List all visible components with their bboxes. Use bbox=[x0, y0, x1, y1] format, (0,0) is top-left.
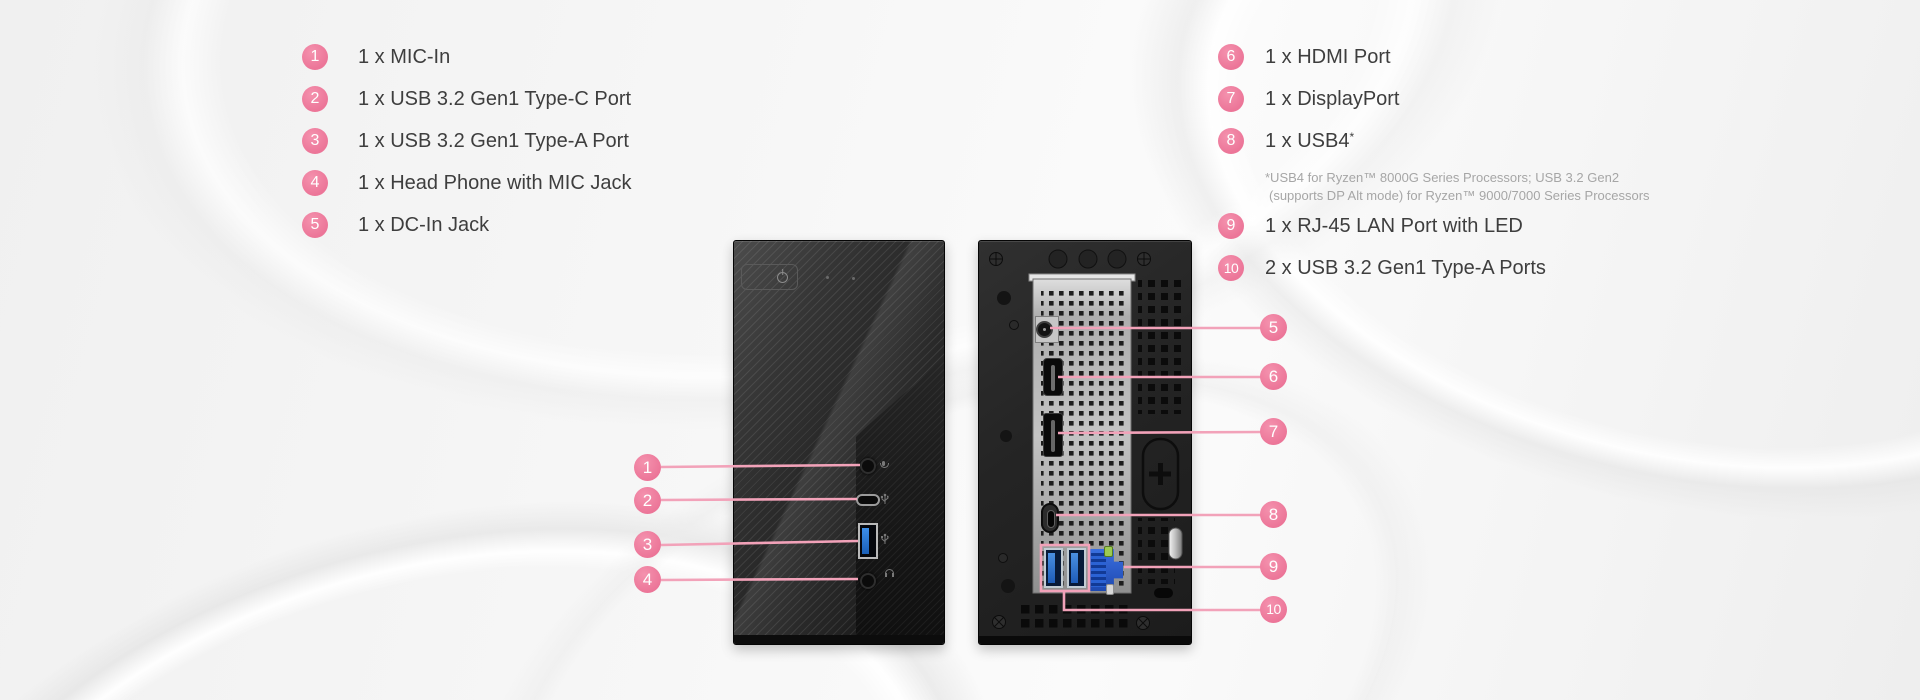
usb4-port bbox=[1041, 503, 1059, 533]
list-item-label: 1 x DC-In Jack bbox=[358, 213, 490, 236]
device-callout-badge-3: 3 bbox=[634, 531, 661, 558]
usb4-label: 1 x USB4 bbox=[1265, 129, 1350, 152]
usb-icon bbox=[881, 533, 889, 544]
mini-pc-rear-view bbox=[978, 240, 1192, 645]
device-callout-badge-10: 10 bbox=[1260, 596, 1287, 623]
list-item-label: 2 x USB 3.2 Gen1 Type-A Ports bbox=[1265, 256, 1546, 279]
list-item-label: 1 x Head Phone with MIC Jack bbox=[358, 171, 632, 194]
list-item-label: 1 x HDMI Port bbox=[1265, 45, 1391, 68]
usb-a-port-front bbox=[858, 523, 878, 559]
device-callout-badge-9: 9 bbox=[1260, 553, 1287, 580]
list-item: 1 1 x MIC-In bbox=[302, 43, 631, 71]
usb-a-port-rear bbox=[1044, 548, 1063, 588]
device-callout-badge-8: 8 bbox=[1260, 501, 1287, 528]
legend-badge-5: 5 bbox=[302, 212, 328, 238]
usb4-footnote: *USB4 for Ryzen™ 8000G Series Processors… bbox=[1265, 169, 1650, 205]
list-item-label: 1 x USB 3.2 Gen1 Type-A Port bbox=[358, 129, 629, 152]
device-callout-badge-1: 1 bbox=[634, 454, 661, 481]
list-item-label: 1 x MIC-In bbox=[358, 45, 451, 68]
usb-tongue bbox=[1048, 553, 1055, 583]
legend-badge-1: 1 bbox=[302, 44, 328, 70]
headphone-jack-port bbox=[860, 573, 876, 589]
list-item-label: 1 x USB4* bbox=[1265, 130, 1354, 153]
front-bottom-bezel bbox=[734, 635, 944, 644]
device-callout-badge-6: 6 bbox=[1260, 363, 1287, 390]
legend-badge-2: 2 bbox=[302, 86, 328, 112]
usb-tongue bbox=[862, 528, 869, 554]
list-item-label: 1 x USB 3.2 Gen1 Type-C Port bbox=[358, 87, 632, 110]
list-item: 10 2 x USB 3.2 Gen1 Type-A Ports bbox=[1218, 254, 1650, 282]
usb-a-port-rear bbox=[1067, 548, 1086, 588]
usb-tongue bbox=[1071, 553, 1078, 583]
hdmi-port bbox=[1043, 358, 1063, 396]
headphone-icon bbox=[885, 569, 894, 577]
rear-ports-list: 6 1 x HDMI Port 7 1 x DisplayPort 8 1 x … bbox=[1218, 43, 1650, 296]
list-item: 3 1 x USB 3.2 Gen1 Type-A Port bbox=[302, 127, 631, 155]
legend-badge-3: 3 bbox=[302, 128, 328, 154]
footnote-line: *USB4 for Ryzen™ 8000G Series Processors… bbox=[1265, 170, 1620, 185]
dc-in-jack-port bbox=[1036, 321, 1053, 338]
legend-badge-8: 8 bbox=[1218, 128, 1244, 154]
status-led bbox=[826, 276, 829, 279]
mic-icon bbox=[880, 461, 889, 469]
device-callout-badge-7: 7 bbox=[1260, 418, 1287, 445]
list-item: 5 1 x DC-In Jack bbox=[302, 211, 631, 239]
list-item: 2 1 x USB 3.2 Gen1 Type-C Port bbox=[302, 85, 631, 113]
footnote-line: (supports DP Alt mode) for Ryzen™ 9000/7… bbox=[1269, 188, 1650, 203]
usb-c-port-front bbox=[856, 494, 880, 506]
device-callout-badge-4: 4 bbox=[634, 566, 661, 593]
device-callout-badge-2: 2 bbox=[634, 487, 661, 514]
lan-led-green bbox=[1104, 546, 1113, 557]
lan-led bbox=[1106, 584, 1114, 595]
status-led bbox=[852, 277, 855, 280]
usb-icon bbox=[881, 493, 889, 504]
front-ports-list: 1 1 x MIC-In 2 1 x USB 3.2 Gen1 Type-C P… bbox=[302, 43, 631, 253]
displayport-port bbox=[1043, 413, 1063, 457]
list-item: 8 1 x USB4* bbox=[1218, 127, 1650, 155]
usb4-asterisk: * bbox=[1349, 129, 1355, 144]
legend-badge-7: 7 bbox=[1218, 86, 1244, 112]
list-item: 4 1 x Head Phone with MIC Jack bbox=[302, 169, 631, 197]
list-item: 7 1 x DisplayPort bbox=[1218, 85, 1650, 113]
rear-bottom-bezel bbox=[979, 636, 1191, 644]
device-callout-badge-5: 5 bbox=[1260, 314, 1287, 341]
legend-badge-9: 9 bbox=[1218, 213, 1244, 239]
legend-badge-10: 10 bbox=[1218, 255, 1244, 281]
list-item-label: 1 x RJ-45 LAN Port with LED bbox=[1265, 214, 1523, 237]
legend-badge-6: 6 bbox=[1218, 44, 1244, 70]
power-button bbox=[741, 264, 798, 290]
mini-pc-front-view bbox=[733, 240, 945, 645]
list-item: 9 1 x RJ-45 LAN Port with LED bbox=[1218, 212, 1650, 240]
mic-in-jack-port bbox=[860, 458, 876, 474]
legend-badge-4: 4 bbox=[302, 170, 328, 196]
power-icon bbox=[777, 271, 788, 283]
list-item-label: 1 x DisplayPort bbox=[1265, 87, 1400, 110]
list-item: 6 1 x HDMI Port bbox=[1218, 43, 1650, 71]
